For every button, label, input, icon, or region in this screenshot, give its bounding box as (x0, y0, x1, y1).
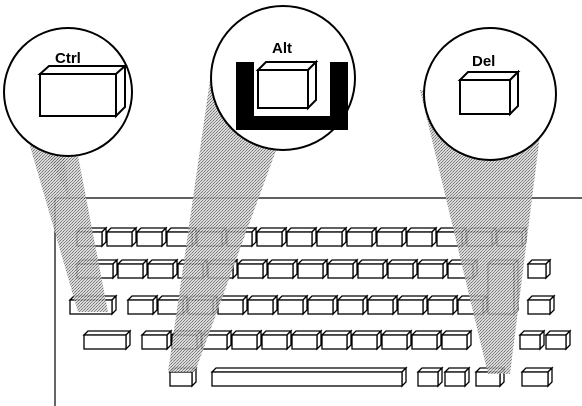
keyboard-key (426, 294, 459, 316)
keyboard-key (140, 329, 173, 351)
keyboard-key (366, 294, 399, 316)
keyboard-key (276, 294, 309, 316)
del-beam (420, 90, 545, 374)
keyboard-key (246, 294, 279, 316)
alt-label: Alt (272, 40, 292, 57)
keyboard-key (443, 366, 471, 388)
keyboard-key (440, 329, 473, 351)
keyboard-key (345, 226, 378, 248)
keyboard-key (285, 226, 318, 248)
keyboard-key (216, 294, 249, 316)
keyboard-key (520, 366, 554, 388)
keyboard-key (386, 258, 419, 280)
keyboard-key (350, 329, 383, 351)
keyboard-key (146, 258, 179, 280)
del-label: Del (472, 53, 495, 70)
del-key-icon (457, 69, 521, 117)
keyboard-key (236, 258, 269, 280)
keyboard-key (82, 329, 132, 351)
keyboard-key (396, 294, 429, 316)
keyboard-key (255, 226, 288, 248)
keyboard-key (306, 294, 339, 316)
keyboard-key (290, 329, 323, 351)
keyboard-key (544, 329, 572, 351)
keyboard-key (518, 329, 546, 351)
keyboard-key (135, 226, 168, 248)
keyboard-key (416, 366, 444, 388)
keyboard-key (260, 329, 293, 351)
ctrl-key-icon (37, 63, 128, 119)
keyboard-key (126, 294, 159, 316)
keyboard-key (375, 226, 408, 248)
keyboard-key (526, 294, 556, 316)
keyboard-key (320, 329, 353, 351)
keyboard-key (210, 366, 408, 388)
keyboard-key (356, 258, 389, 280)
keyboard-key (105, 226, 138, 248)
keyboard-key (116, 258, 149, 280)
keyboard-key (416, 258, 449, 280)
keyboard-key (266, 258, 299, 280)
keyboard-key (296, 258, 329, 280)
keyboard-key (230, 329, 263, 351)
keyboard-key (326, 258, 359, 280)
keyboard-key (315, 226, 348, 248)
alt-callout: Alt (210, 5, 356, 151)
keyboard-key (526, 258, 552, 280)
alt-key-icon (236, 59, 348, 130)
keyboard-key (405, 226, 438, 248)
keyboard-key (380, 329, 413, 351)
del-callout: Del (423, 27, 557, 161)
keyboard-key (336, 294, 369, 316)
ctrl-callout: Ctrl (3, 27, 133, 157)
alt-beam (168, 80, 278, 372)
keyboard-key (410, 329, 443, 351)
ctrl-label: Ctrl (55, 50, 81, 67)
